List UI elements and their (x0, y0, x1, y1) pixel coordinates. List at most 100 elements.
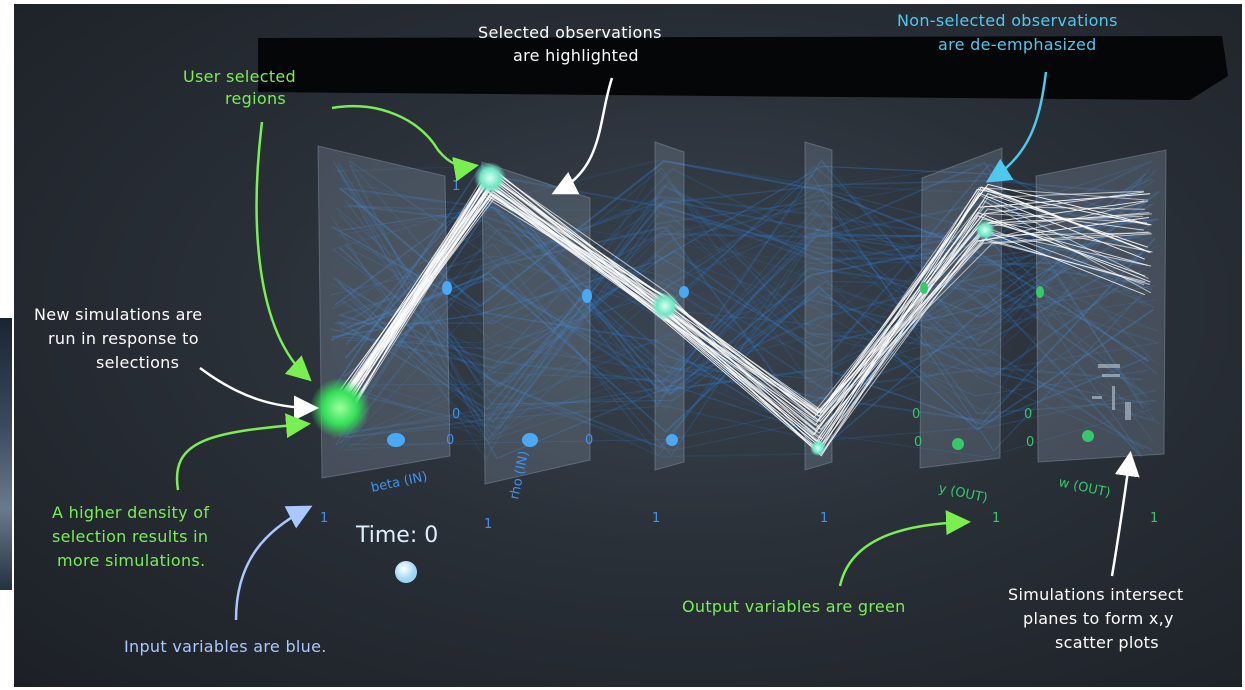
annotation-new-sims-line1: New simulations are (34, 305, 202, 324)
background-trace (339, 160, 1150, 363)
arrow-output-green (838, 510, 971, 587)
background-trace (330, 256, 1150, 413)
time-label: Time: 0 (355, 523, 438, 548)
background-trace (339, 202, 1143, 444)
axis-zero-beta-top: 0 (452, 407, 460, 422)
time-slider-handle[interactable] (395, 561, 417, 583)
axis-markers-green (920, 282, 1094, 450)
axis-zero-w-top: 0 (1024, 407, 1032, 422)
arrow-higher-density (175, 413, 311, 491)
intersection-node-2 (810, 440, 826, 456)
arrow-new-simulations (199, 366, 319, 421)
selection-region-beta (310, 378, 370, 438)
axis-one-mid-b: 1 (820, 511, 828, 526)
arrow-selected-observations (551, 77, 614, 195)
axis-one-top: 1 (452, 179, 460, 194)
background-trace (331, 227, 1158, 438)
axis-label-beta: beta (IN) (370, 469, 429, 496)
axis-zero-y: 0 (914, 435, 922, 450)
plane-mid-b (804, 141, 833, 471)
background-trace (338, 229, 1144, 457)
background-trace (337, 163, 1143, 405)
background-trace (341, 211, 1148, 430)
background-trace (340, 201, 1143, 385)
highlighted-trace (342, 184, 1144, 436)
highlighted-trace (343, 189, 1153, 426)
background-trace (337, 214, 1143, 437)
background-trace (343, 165, 1141, 320)
intersection-node-3 (975, 220, 995, 240)
background-trace (331, 203, 1154, 448)
axis-one-beta: 1 (320, 511, 328, 526)
background-trace (339, 167, 1159, 384)
background-trace (346, 235, 1153, 395)
axis-one-y: 1 (992, 511, 1000, 526)
annotation-new-sims-line2: run in response to (48, 329, 199, 348)
background-trace (349, 232, 1158, 418)
highlighted-trace (345, 167, 1145, 422)
background-trace (344, 184, 1142, 439)
background-trace (335, 201, 1142, 446)
highlighted-trace (344, 174, 1145, 414)
highlighted-trace (341, 196, 1144, 419)
background-trace (348, 227, 1149, 401)
annotation-output-green: Output variables are green (682, 597, 906, 616)
highlighted-trace (336, 195, 1149, 434)
annotation-selected-obs-line1: Selected observations (478, 23, 662, 42)
background-trace (349, 269, 1142, 397)
axis-one-w: 1 (1150, 511, 1158, 526)
highlighted-trace (334, 172, 1149, 428)
axis-zero-rho: 0 (585, 433, 593, 448)
highlighted-trace (334, 180, 1151, 445)
background-trace (336, 179, 1149, 424)
intersection-node-1 (651, 292, 679, 320)
background-trace (338, 284, 1153, 458)
background-trace (338, 180, 1143, 440)
background-trace (336, 165, 1157, 442)
background-trace (344, 168, 1158, 434)
background-trace (339, 164, 1143, 444)
background-trace (341, 205, 1154, 422)
background-trace (334, 213, 1158, 433)
arrow-intersect (1110, 451, 1140, 577)
annotation-non-selected-line2: are de-emphasized (938, 35, 1097, 54)
axis-one-mid-a: 1 (652, 511, 660, 526)
annotation-density-line2: selection results in (52, 527, 208, 546)
annotation-intersect-line1: Simulations intersect (1008, 585, 1183, 604)
annotation-density-line3: more simulations. (57, 551, 205, 570)
annotation-new-sims-line3: selections (96, 353, 179, 372)
annotation-selected-obs-line2: are highlighted (513, 46, 639, 65)
annotation-non-selected-line1: Non-selected observations (897, 11, 1118, 30)
annotation-user-selected-line2: regions (225, 89, 286, 108)
background-trace (342, 261, 1158, 451)
background-trace (339, 174, 1143, 452)
background-trace (348, 161, 1154, 443)
scatter-plot-marks (1092, 364, 1131, 420)
background-trace (341, 180, 1160, 318)
annotation-intersect-line3: scatter plots (1055, 633, 1159, 652)
background-trace (346, 194, 1160, 424)
axis-zero-y-top: 0 (912, 407, 920, 422)
background-trace (329, 165, 1146, 461)
arrow-input-blue (234, 505, 313, 621)
background-trace (348, 224, 1158, 448)
highlighted-lines (332, 167, 1153, 457)
background-trace (329, 255, 1149, 397)
background-trace (337, 161, 1145, 411)
axis-label-y: y (OUT) (937, 481, 989, 506)
background-trace (342, 225, 1144, 424)
background-trace (332, 199, 1157, 382)
highlighted-trace (333, 171, 1150, 443)
arrow-user-selected-to-rho (331, 105, 479, 182)
background-trace (347, 222, 1152, 450)
highlighted-trace (345, 173, 1145, 421)
background-trace (338, 173, 1147, 388)
top-dark-band (258, 36, 1228, 100)
arrow-non-selected (985, 71, 1048, 183)
background-trace (331, 165, 1154, 314)
axis-markers-blue (387, 281, 689, 447)
annotation-user-selected-line1: User selected (183, 67, 296, 86)
highlighted-trace (338, 187, 1152, 440)
